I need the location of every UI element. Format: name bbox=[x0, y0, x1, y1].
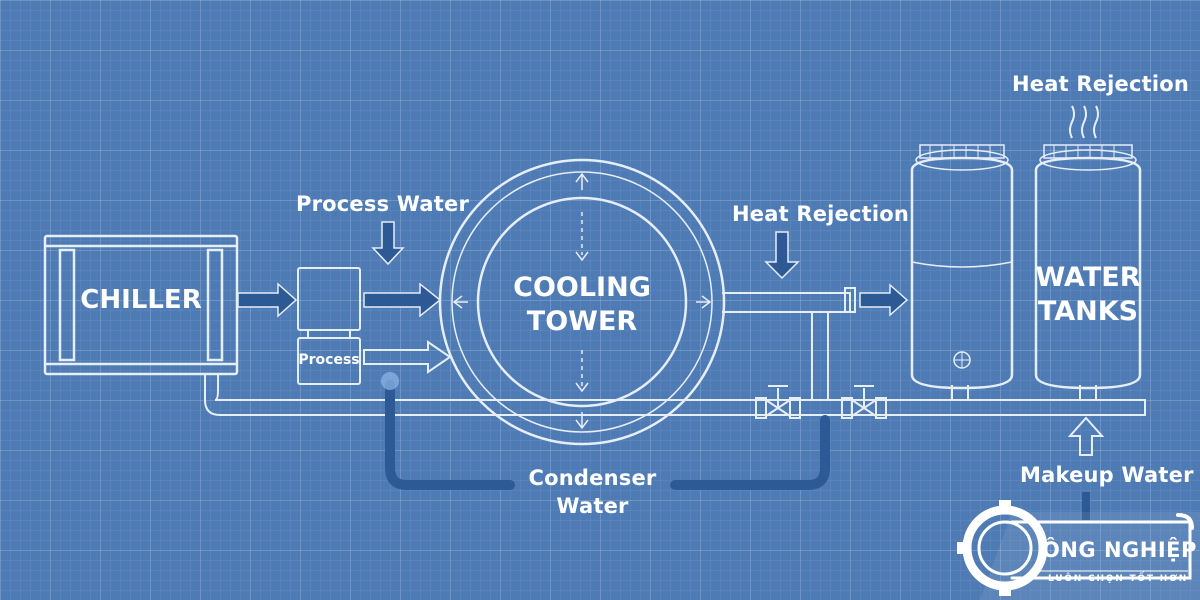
condenser-glow bbox=[381, 372, 399, 390]
heat-wave-icon bbox=[1069, 105, 1099, 139]
arrow-process-return bbox=[363, 340, 452, 374]
logo-tagline: LUÔN CHỌN TỐT HƠN bbox=[1048, 574, 1189, 584]
process-unit bbox=[297, 267, 361, 385]
bypass-riser bbox=[811, 312, 829, 400]
cooling-tower bbox=[438, 158, 726, 446]
chiller-label: CHILLER bbox=[80, 285, 202, 315]
water-tanks-label-line1: WATER bbox=[1035, 262, 1141, 293]
arrow-makeup-up bbox=[1067, 416, 1105, 456]
condenser-water-label-line2: Water bbox=[556, 494, 629, 518]
cooling-tower-label-line1: COOLING bbox=[513, 272, 651, 303]
coupling bbox=[844, 287, 856, 313]
valve-left bbox=[755, 385, 801, 419]
arrow-process-water-down bbox=[371, 221, 405, 266]
water-tank-left bbox=[910, 144, 1014, 390]
logo-title: ÔNG NGHIỆP TỐT bbox=[1042, 538, 1200, 562]
process-label: Process bbox=[298, 352, 360, 368]
arrow-heat-rejection-down bbox=[764, 231, 800, 280]
flow-arrows bbox=[237, 221, 909, 318]
heat-rejection-label: Heat Rejection bbox=[732, 202, 910, 226]
logo-badge bbox=[957, 500, 1200, 600]
process-water-label: Process Water bbox=[296, 192, 469, 216]
makeup-water-label: Makeup Water bbox=[1020, 463, 1194, 487]
return-pipe bbox=[204, 375, 1146, 416]
arrow-outlet bbox=[859, 283, 909, 317]
condenser-pipe bbox=[385, 380, 830, 490]
tower-outlet-pipe bbox=[722, 292, 851, 313]
arrow-chiller-to-process bbox=[237, 282, 298, 318]
heat-rejection-top-label: Heat Rejection bbox=[1012, 72, 1190, 96]
arrow-process-to-tower bbox=[363, 282, 442, 318]
water-tanks-label-line2: TANKS bbox=[1037, 296, 1139, 327]
valve-right bbox=[841, 385, 887, 419]
chiller-unit bbox=[43, 234, 239, 376]
water-tank-right bbox=[1034, 144, 1142, 390]
cooling-tower-label-line2: TOWER bbox=[526, 306, 638, 337]
condenser-water-label-line1: Condenser bbox=[528, 466, 657, 490]
